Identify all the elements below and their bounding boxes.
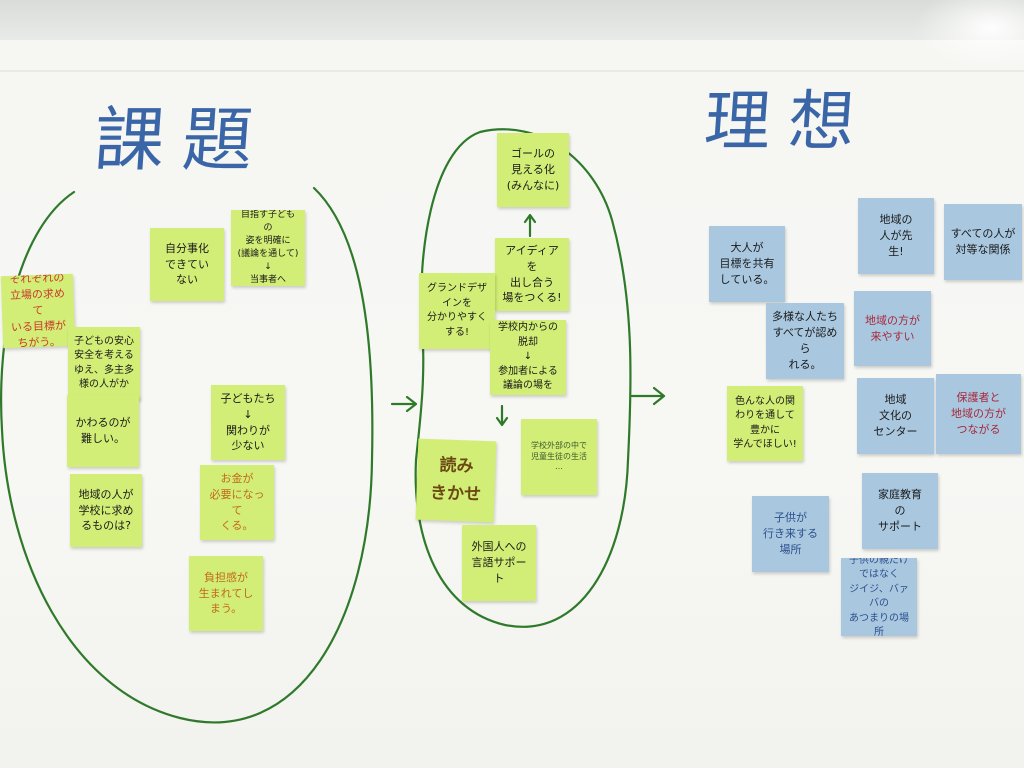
sticky-note: 多様な人たち すべてが認めら れる。 — [766, 303, 844, 379]
sticky-note: グランドデザインを 分かりやすく する! — [419, 273, 495, 349]
sticky-note: 色んな人の関わりを通して 豊かに 学んでほしい! — [727, 386, 803, 461]
sticky-note: すべての人が 対等な関係 — [944, 204, 1022, 280]
arrow-up-to-goal — [523, 213, 537, 238]
arrow-to-ideal — [630, 386, 666, 406]
paper-fold — [0, 70, 1024, 72]
issues-circle — [0, 186, 374, 724]
arrow-down-to-reading — [495, 404, 509, 427]
sticky-note: 家庭教育 の サポート — [862, 473, 938, 549]
sticky-note: 学校外部の中で 児童生徒の生活 … — [521, 419, 597, 495]
sticky-note: 地域の人が 学校に求め るものは? — [70, 474, 142, 547]
sticky-note: 保護者と 地域の方が つながる — [936, 374, 1021, 454]
sticky-note: 子どもたち ↓ 関わりが 少ない — [211, 385, 285, 460]
sticky-note: 読み きかせ — [415, 438, 497, 523]
sticky-note: ゴールの 見える化 (みんなに) — [497, 133, 569, 207]
arrow-to-solutions — [390, 395, 418, 413]
sticky-note: 外国人への 言語サポート — [462, 525, 536, 601]
sticky-note: アイディアを 出し合う 場をつくる! — [495, 238, 569, 311]
sticky-note: 大人が 目標を共有 している。 — [709, 226, 785, 302]
light-glare — [914, 0, 1024, 70]
sticky-note: お金が 必要になって くる。 — [200, 465, 274, 540]
sticky-note: それぞれの 立場の求めて いる目標が ちがう。 — [0, 273, 76, 349]
sticky-note: かわるのが 難しい。 — [67, 395, 139, 467]
sticky-note: 子どもの安心 安全を考える ゆえ、多主多 様の人がか — [68, 327, 140, 400]
sticky-note: 自分事化 できてい ない — [150, 228, 224, 301]
sticky-note: 負担感が 生まれてしまう。 — [189, 556, 263, 631]
sticky-note: 目指す子どもの 姿を明確に (議論を通して) ↓ 当事者へ — [231, 210, 305, 286]
sticky-note: 地域の方が 来やすい — [854, 291, 931, 366]
sticky-note: 子供の親だけ ではなく ジイジ、バァバの あつまりの場所 — [841, 558, 917, 636]
sticky-note: 学校内からの 脱却 ↓ 参加者による 議論の場を — [490, 320, 566, 395]
sticky-note: 地域 文化の センター — [857, 378, 934, 454]
sticky-note: 地域の 人が先 生! — [858, 198, 934, 274]
sticky-note: 子供が 行き来する場所 — [752, 496, 829, 572]
